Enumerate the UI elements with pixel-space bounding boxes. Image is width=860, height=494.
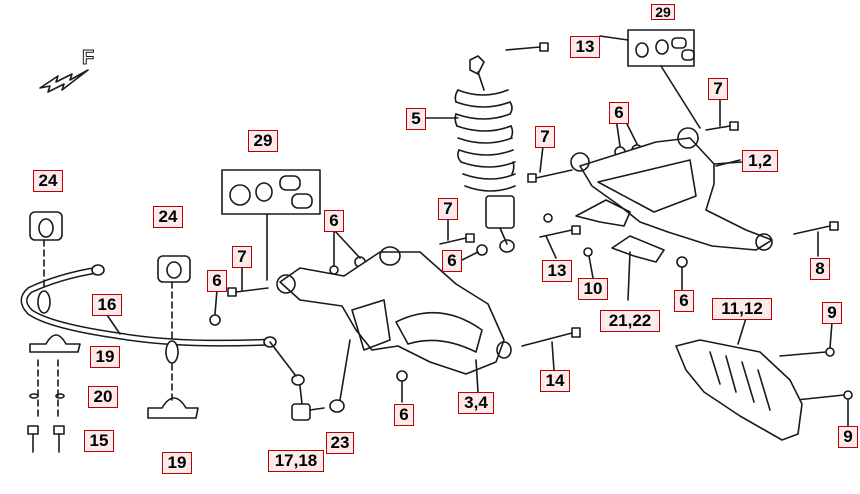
callout-7-center: 7 — [438, 198, 458, 220]
callout-3-4: 3,4 — [458, 392, 494, 414]
callout-6-left: 6 — [207, 270, 227, 292]
stabilizer-bushing-left — [29, 211, 63, 291]
callout-23: 23 — [326, 432, 354, 454]
bushing-kit-top — [627, 29, 701, 129]
callout-7-mid: 7 — [535, 126, 555, 148]
callout-13-top: 13 — [570, 36, 600, 58]
stabilizer-link — [269, 339, 351, 421]
callout-29-top: 29 — [651, 4, 675, 20]
clamp-bracket-left — [29, 334, 81, 421]
callout-20: 20 — [88, 386, 118, 408]
callout-11-12: 11,12 — [712, 298, 772, 320]
callout-21-22: 21,22 — [600, 310, 660, 332]
bolt-7-right — [705, 121, 739, 131]
callout-17-18: 17,18 — [268, 450, 324, 472]
stabilizer-bushing-mid — [157, 255, 191, 341]
callout-24-left: 24 — [33, 170, 63, 192]
bolt-7-left — [227, 287, 269, 297]
callout-6-right: 6 — [674, 290, 694, 312]
callout-9-top: 9 — [822, 302, 842, 324]
callout-16: 16 — [92, 294, 122, 316]
front-direction-arrow-icon: F — [39, 47, 95, 93]
skid-plate — [675, 317, 803, 441]
bolt-9-bottom — [795, 390, 853, 401]
bolt-15 — [27, 425, 65, 453]
callout-6-bottom: 6 — [394, 404, 414, 426]
lower-control-arm — [276, 246, 512, 393]
callout-24-mid: 24 — [153, 206, 183, 228]
callout-10: 10 — [578, 278, 608, 300]
bolt-7-mid — [527, 169, 573, 183]
bracket-21-22 — [575, 199, 665, 301]
bolt-7-center — [439, 233, 475, 245]
callout-9-bottom: 9 — [838, 426, 858, 448]
callout-1-2: 1,2 — [742, 150, 778, 172]
callout-6-top: 6 — [609, 102, 629, 124]
callout-6-cluster: 6 — [324, 210, 344, 232]
upper-control-arm — [570, 127, 773, 251]
bolt-14 — [521, 327, 581, 347]
callout-8: 8 — [810, 258, 830, 280]
callout-19-left: 19 — [90, 346, 120, 368]
callout-5: 5 — [406, 108, 426, 130]
callout-7-right: 7 — [708, 78, 728, 100]
callout-7-left: 7 — [232, 246, 252, 268]
shock-absorber — [454, 55, 516, 253]
callout-19-bottom: 19 — [162, 452, 192, 474]
callout-14: 14 — [540, 370, 570, 392]
callout-15: 15 — [84, 430, 114, 452]
callout-29-left: 29 — [248, 130, 278, 152]
bolt-13-top — [505, 42, 549, 52]
bolt-8 — [793, 221, 839, 235]
callout-13-mid: 13 — [542, 260, 572, 282]
clamp-bracket-bottom — [147, 363, 199, 419]
bushing-kit-left — [221, 169, 321, 281]
front-label: F — [82, 47, 94, 69]
bolt-9-top — [779, 347, 835, 357]
callout-6-center: 6 — [442, 250, 462, 272]
